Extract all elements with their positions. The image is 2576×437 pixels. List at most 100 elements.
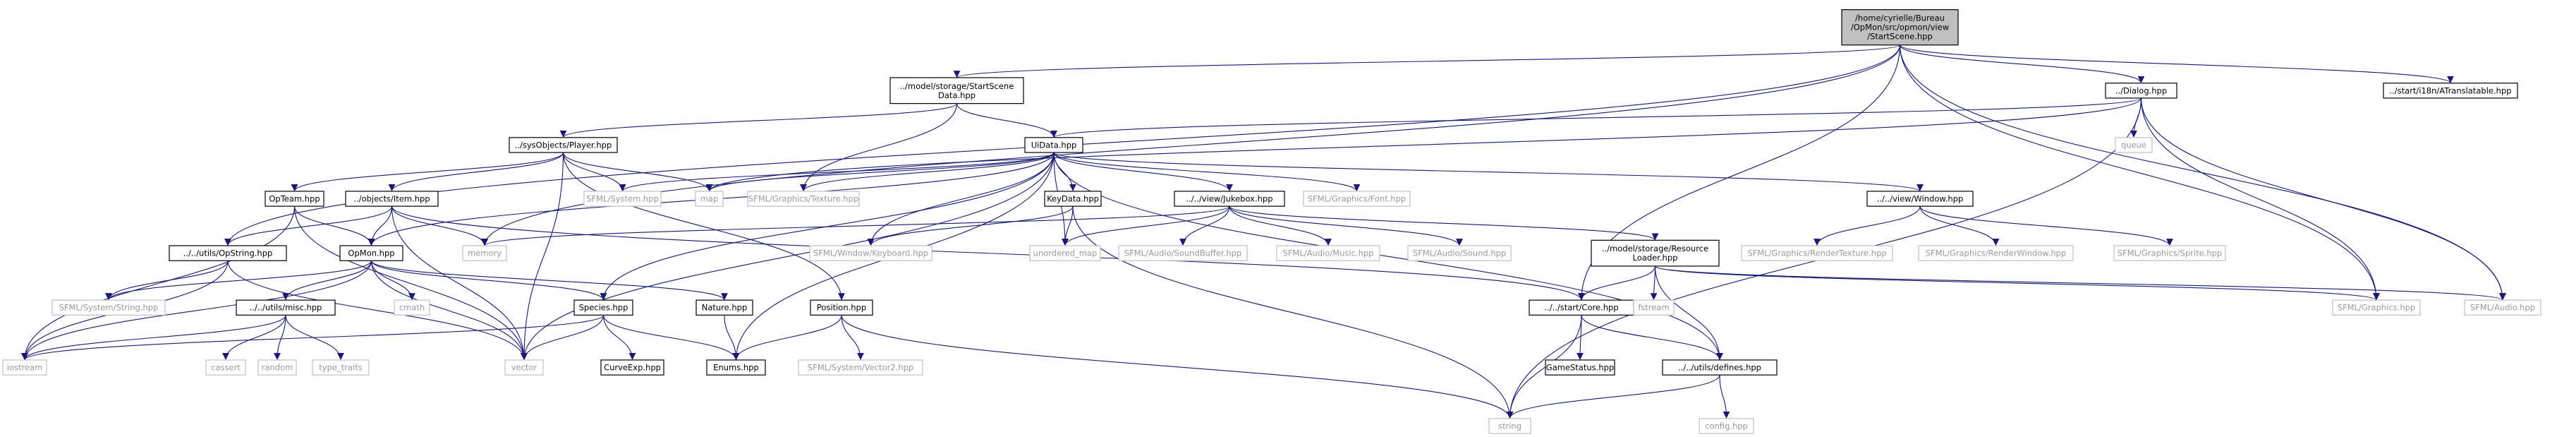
node-keydata[interactable]: KeyData.hpp [1044, 191, 1102, 207]
node-core[interactable]: ../../start/Core.hpp [1529, 299, 1634, 316]
node-root[interactable]: /home/cyrielle/Bureau/OpMon/src/opmon/vi… [1841, 9, 1959, 46]
edge [841, 315, 1514, 419]
node-sfml-sprite: SFML/Graphics/Sprite.hpp [2113, 245, 2226, 261]
node-queue-label: queue [2121, 140, 2146, 150]
node-sfml-soundbuffer-box [1118, 245, 1248, 261]
node-opteam[interactable]: OpTeam.hpp [265, 191, 324, 207]
node-curveexp[interactable]: CurveExp.hpp [600, 359, 664, 376]
node-fstream-box [1633, 299, 1675, 316]
node-sfml-font-box [1303, 191, 1411, 207]
edge-species-to-enums [602, 315, 740, 361]
node-window[interactable]: ../../view/Window.hpp [1866, 191, 1974, 207]
node-uidata[interactable]: UiData.hpp [1024, 137, 1083, 153]
edge [1179, 206, 1230, 246]
edge-root-to-startscenedata [954, 44, 1901, 78]
edge-opmon-to-nature [370, 260, 728, 301]
edge-player-to-item [388, 152, 564, 192]
node-map: map [695, 191, 724, 207]
node-sfml-sound: SFML/Audio/Sound.hpp [1407, 245, 1512, 261]
edge-misc-to-random [274, 315, 286, 360]
edge-startscenedata-to-player [559, 103, 958, 138]
edge [391, 206, 528, 360]
edge [1506, 374, 1720, 419]
node-sfml-music-label: SFML/Audio/Music.hpp [1283, 249, 1374, 258]
node-gamestatus[interactable]: GameStatus.hpp [1545, 359, 1615, 376]
node-root-label: /OpMon/src/opmon/view [1851, 23, 1949, 32]
node-sfml-texture-box [747, 191, 860, 207]
node-uidata-label: UiData.hpp [1031, 140, 1077, 150]
edge-window-to-sfml-sprite [1919, 205, 2173, 246]
edge-misc-to-iostream [21, 315, 286, 361]
edge [2140, 97, 2506, 301]
edge [1650, 265, 1658, 301]
node-iostream: iostream [2, 359, 47, 376]
edge [521, 315, 604, 360]
node-enums[interactable]: Enums.hpp [706, 359, 766, 376]
edge-species-to-curveexp [602, 315, 636, 360]
node-resourceloader-box [1591, 239, 1720, 267]
node-vector-box [504, 359, 544, 376]
node-jukebox[interactable]: ../../view/Jukebox.hpp [1174, 191, 1285, 207]
node-nature[interactable]: Nature.hpp [695, 299, 753, 316]
edge [105, 261, 229, 301]
edge-opmon-to-cmath [370, 261, 415, 301]
edge-uidata-to-species [600, 152, 1055, 301]
node-dialog[interactable]: ../Dialog.hpp [2105, 83, 2177, 99]
edge-root-to-sfml-graphics [1899, 44, 2380, 301]
node-position[interactable]: Position.hpp [810, 299, 873, 316]
node-item[interactable]: ../objects/Item.hpp [345, 191, 439, 207]
edge-position-to-string [841, 315, 1514, 419]
node-sfml-system-box [583, 191, 662, 207]
edge-uidata-to-vector [521, 152, 1055, 360]
edge [1919, 205, 2173, 246]
nodes-layer: /home/cyrielle/Bureau/OpMon/src/opmon/vi… [2, 9, 2541, 434]
edge-item-to-memory [391, 206, 488, 246]
edge [227, 261, 528, 360]
node-sfml-renderwindow: SFML/Graphics/RenderWindow.hpp [1918, 245, 2074, 261]
edge [867, 152, 1055, 246]
node-sfml-rendertexture: SFML/Graphics/RenderTexture.hpp [1741, 245, 1893, 261]
edge [370, 261, 415, 301]
node-memory-box [462, 245, 507, 261]
node-opstring[interactable]: ../../utils/OpString.hpp [169, 245, 287, 261]
edge-window-to-sfml-renderwindow [1919, 206, 2000, 246]
node-player[interactable]: ../sysObjects/Player.hpp [509, 137, 618, 153]
node-vector: vector [504, 359, 544, 376]
node-opmon[interactable]: OpMon.hpp [339, 245, 403, 261]
node-atranslatable[interactable]: ../start/i18n/ATranslatable.hpp [2383, 83, 2518, 99]
edge [370, 261, 607, 301]
node-curveexp-box [600, 359, 664, 376]
node-cmath-label: cmath [399, 303, 425, 313]
edge-item-to-core [391, 206, 1585, 301]
node-config-label: config.hpp [1705, 421, 1748, 431]
edge [521, 152, 564, 360]
edge [21, 206, 296, 360]
edge [1581, 315, 1723, 361]
node-random: random [257, 359, 297, 376]
node-opstring-box [169, 245, 287, 261]
edge-opstring-to-vector [227, 261, 528, 360]
edge [732, 315, 842, 360]
node-root-label: /StartScene.hpp [1867, 32, 1933, 42]
node-misc[interactable]: ../../utils/misc.hpp [236, 299, 336, 316]
node-species[interactable]: Species.hpp [573, 299, 633, 316]
edge-jukebox-to-sfml-soundbuffer [1179, 206, 1230, 246]
edge [1053, 152, 1924, 192]
edge-misc-to-cassert [222, 315, 286, 360]
edge-opmon-to-misc [282, 261, 372, 301]
node-random-box [257, 359, 297, 376]
edge [293, 206, 375, 246]
edge-opmon-to-species [370, 261, 607, 301]
node-string: string [1488, 418, 1531, 434]
edge-opmon-to-iostream [21, 261, 372, 360]
node-resourceloader-label: Loader.hpp [1633, 253, 1678, 263]
node-species-box [573, 299, 633, 316]
node-fstream-label: fstream [1638, 303, 1669, 313]
node-window-box [1866, 191, 1974, 207]
node-defines[interactable]: ../../utils/defines.hpp [1662, 359, 1778, 376]
edge [391, 206, 488, 246]
edge [391, 206, 1585, 301]
node-root-label: /home/cyrielle/Bureau [1855, 13, 1945, 23]
